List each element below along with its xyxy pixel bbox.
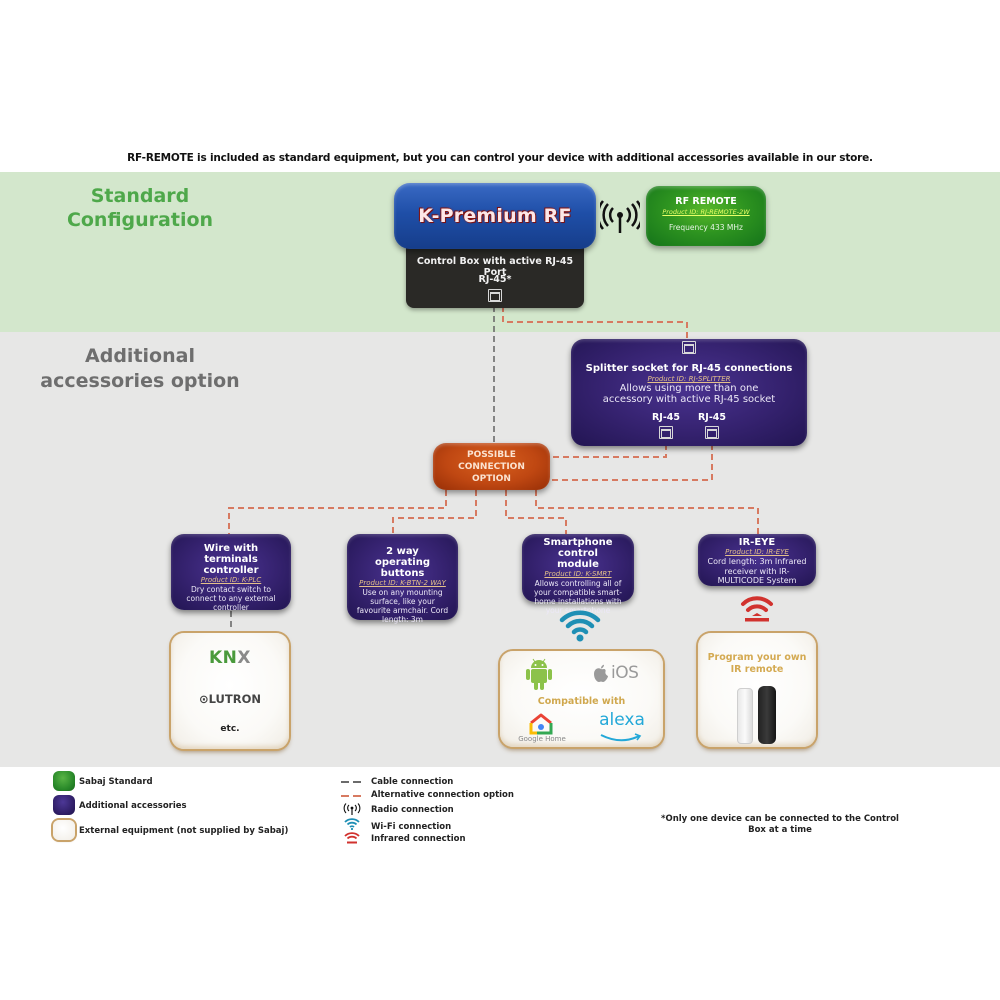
standard-configuration-heading: Standard Configuration [66,185,214,231]
legend-radio-icon [343,803,361,815]
accessory-title: Wire with terminals controller [203,543,259,576]
legend-label-cable: Cable connection [371,777,454,787]
control-box-title: K-Premium RF [418,205,572,227]
ios-text: iOS [611,663,639,683]
lutron-logo: ⊙LUTRON [171,692,289,706]
legend-wifi-icon [344,818,360,830]
legend-swatch-external [53,820,75,840]
google-home-text: Google Home [518,735,566,743]
splitter-title: Splitter socket for RJ-45 connections [585,363,793,374]
additional-accessories-heading: Additional accessories option [40,345,240,392]
accessory-description: Allows controlling all of your compatibl… [533,579,623,615]
accessory-description: Use on any mounting surface, like your f… [356,588,449,624]
splitter-port1-icon [659,426,673,439]
radio-signal-icon [600,200,640,233]
legend-swatch-standard [53,771,75,791]
rf-remote-product-id[interactable]: Product ID: RJ-REMOTE-2W [662,208,750,216]
accessory-title: Smartphone control module [543,537,613,570]
legend-label-accessories: Additional accessories [79,801,187,811]
accessory-description: Cord length: 3m Infrared receiver with I… [707,557,807,585]
black-remote-image [758,686,776,744]
ios-logo: iOS [593,660,649,686]
lutron-text: LUTRON [208,692,261,706]
accessory-title: IR-EYE [738,537,776,548]
rj45-port-icon [488,289,502,302]
control-box-subtitle: Control Box with active RJ-45 Port [416,256,574,278]
accessory-product-id[interactable]: Product ID: IR-EYE [725,548,789,556]
pco-line-3: OPTION [472,473,511,484]
legend-alternative-line-icon [341,795,365,797]
knx-logo: KNX [171,648,289,668]
splitter-port1-label: RJ-45 [651,412,680,423]
legend-swatch-accessories [53,795,75,815]
pco-line-1: POSSIBLE [467,449,516,460]
alexa-logo: alexa [599,710,645,730]
splitter-port2-icon [705,426,719,439]
legend-label-external: External equipment (not supplied by Saba… [79,826,289,836]
external-smartphone-box [500,651,663,747]
accessory-product-id[interactable]: Product ID: K-SMRT [544,570,612,578]
pco-line-2: CONNECTION [458,461,525,472]
accessory-product-id[interactable]: Product ID: K-PLC [200,576,262,584]
accessory-description: Dry contact switch to connect to any ext… [186,585,276,612]
splitter-port2-label: RJ-45 [697,412,726,423]
ir-remote-title: Program your own IR remote [707,652,807,675]
legend-label-alternative: Alternative connection option [371,790,514,800]
accessory-product-id[interactable]: Product ID: K-BTN-2 WAY [359,579,446,587]
alexa-smile-icon [600,733,642,742]
intro-text: RF-REMOTE is included as standard equipm… [127,152,873,164]
external-knx-lutron-box [171,633,289,749]
legend-label-standard: Sabaj Standard [79,777,153,787]
possible-connection-label: POSSIBLE CONNECTION OPTION [458,449,525,485]
accessory-smartphone-module[interactable]: Smartphone control module Product ID: K-… [522,534,634,615]
external-ir-remote-box [698,633,816,747]
accessory-title: 2 way operating buttons [375,546,430,579]
legend-cable-line-icon [341,781,365,783]
lutron-ring-icon: ⊙ [199,692,209,706]
knx-logo-x: X [237,648,251,668]
possible-connection-option-node[interactable]: POSSIBLE CONNECTION OPTION [433,443,550,490]
legend-label-wifi: Wi-Fi connection [371,822,452,832]
control-box-port-label: RJ-45* [478,274,512,285]
legend-label-radio: Radio connection [371,805,454,815]
rf-remote-frequency: Frequency 433 MHz [669,223,743,232]
knx-logo-kn: KN [208,648,238,668]
splitter-product-id[interactable]: Product ID: RJ-SPLITTER [647,375,731,383]
splitter-box[interactable]: Splitter socket for RJ-45 connections Pr… [571,339,807,446]
white-remote-image [737,688,753,744]
rf-remote-title: RF REMOTE [675,196,737,207]
infrared-icon [741,596,773,622]
splitter-description: Allows using more than one accessory wit… [602,383,776,405]
etc-label: etc. [220,724,240,734]
splitter-input-port-icon [682,341,696,354]
legend-infrared-icon [344,832,360,844]
accessory-ir-eye[interactable]: IR-EYE Product ID: IR-EYE Cord length: 3… [698,534,816,586]
google-home-icon [529,713,553,735]
control-box-header[interactable]: K-Premium RF [394,183,596,249]
accessory-wire-controller[interactable]: Wire with terminals controller Product I… [171,534,291,612]
footnote: *Only one device can be connected to the… [661,814,899,835]
accessory-2way-buttons[interactable]: 2 way operating buttons Product ID: K-BT… [347,534,458,624]
wifi-icon [559,610,601,642]
apple-icon [594,664,608,682]
rf-remote-box[interactable]: RF REMOTE Product ID: RJ-REMOTE-2W Frequ… [646,186,766,246]
android-icon [526,658,552,690]
compatible-with-label: Compatible with [537,696,626,707]
legend-label-infrared: Infrared connection [371,834,466,844]
